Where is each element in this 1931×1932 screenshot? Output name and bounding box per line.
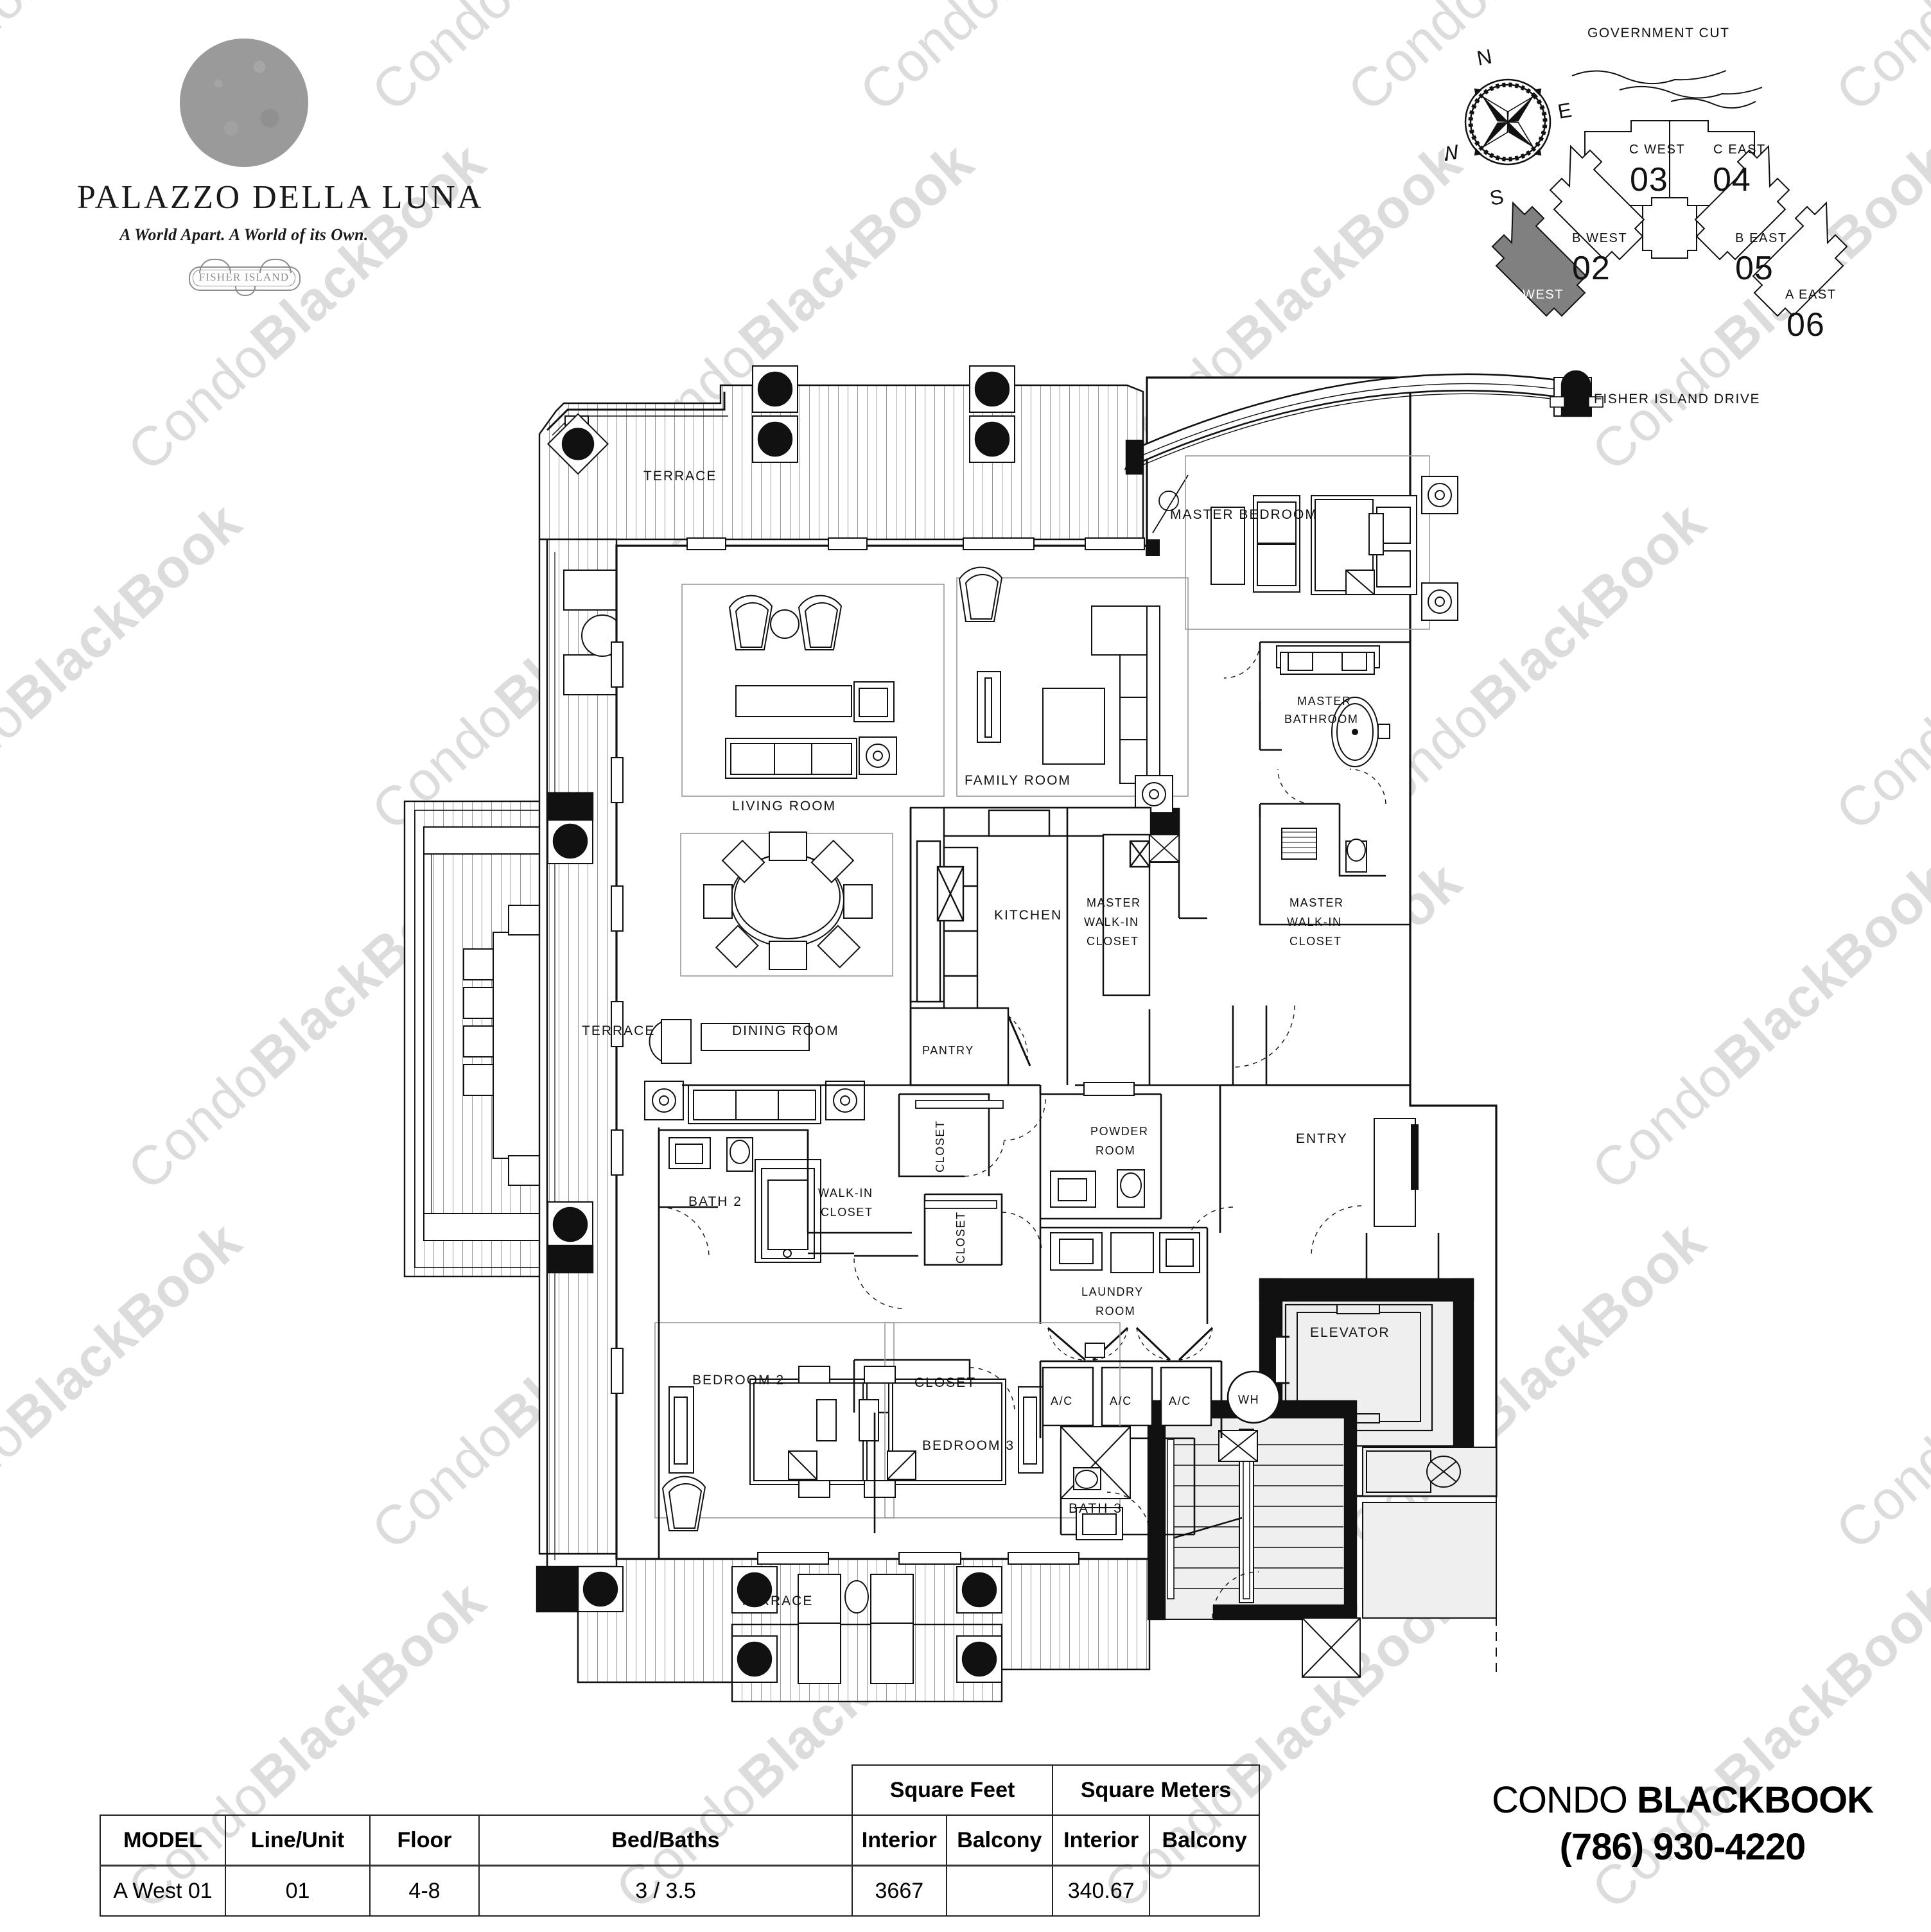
group-header-square-feet: Square Feet [852,1765,1053,1815]
room-label-master-wic1-2: WALK-IN [1084,916,1139,928]
col-header-sqft-interior: Interior [852,1815,947,1866]
water-lines [1572,71,1762,108]
cbb-light: CONDO [1492,1779,1637,1821]
crest-fan [235,286,256,296]
room-label-pantry: PANTRY [922,1044,974,1057]
room-label-family-room: FAMILY ROOM [965,773,1071,788]
equipment-label-ac-3: A/C [1169,1395,1191,1407]
condoblackbook-footer: CONDO BLACKBOOK (786) 930-4220 [1458,1779,1907,1868]
room-label-elevator: ELEVATOR [1310,1325,1390,1340]
table-group-header-row: Square Feet Square Meters [100,1765,1259,1815]
room-label-terrace-left: TERRACE [582,1023,655,1038]
cell-floor: 4-8 [370,1866,479,1917]
room-label-bedroom-2: BEDROOM 2 [692,1373,785,1388]
condoblackbook-name: CONDO BLACKBOOK [1458,1779,1907,1822]
keyplan-unit-04-number: 04 [1713,161,1751,199]
keyplan-unit-05-number: 05 [1735,249,1774,288]
room-label-master-wic2-2: WALK-IN [1287,916,1342,928]
equipment-label-wh: WH [1238,1393,1259,1406]
fisher-island-label: FISHER ISLAND [180,271,308,284]
cbb-bold: BLACKBOOK [1637,1779,1873,1821]
room-label-terrace-top: TERRACE [643,469,717,483]
col-header-floor: Floor [370,1815,479,1866]
room-label-living-room: LIVING ROOM [732,799,836,814]
brand-block: PALAZZO DELLA LUNA A World Apart. A Worl… [77,39,411,295]
brand-tagline: A World Apart. A World of its Own. [77,225,411,245]
keyplan-unit-06-number: 06 [1787,306,1825,344]
table-header-row: MODEL Line/Unit Floor Bed/Baths Interior… [100,1815,1259,1866]
room-label-master-bedroom: MASTER BEDROOM [1170,507,1318,522]
room-label-entry: ENTRY [1296,1131,1348,1146]
compass-east-label: E [1556,98,1573,123]
equipment-label-ac-2: A/C [1110,1395,1132,1407]
room-label-closet-a: CLOSET [934,1120,947,1172]
cell-line-unit: 01 [225,1866,370,1917]
compass-south-label: S [1488,185,1505,210]
col-header-sqm-balcony: Balcony [1149,1815,1259,1866]
room-label-master-wic2-1: MASTER [1289,896,1344,909]
room-label-powder-room-1: POWDER [1090,1125,1149,1138]
spec-table: Square Feet Square Meters MODEL Line/Uni… [100,1764,1260,1917]
room-label-master-wic1-1: MASTER [1087,896,1141,909]
keyplan-fisher-island-drive-label: FISHER ISLAND DRIVE [1594,392,1760,407]
room-label-master-bathroom-2: BATHROOM [1284,713,1358,726]
keyplan-unit-03-name: C WEST [1629,143,1685,157]
room-label-laundry-room-1: LAUNDRY [1081,1285,1144,1298]
room-label-master-bathroom-1: MASTER [1297,695,1352,708]
keyplan-unit-05-name: B EAST [1735,231,1787,246]
room-label-closet-b: CLOSET [954,1211,967,1264]
table-row: A West 01 01 4-8 3 / 3.5 3667 340.67 [100,1866,1259,1917]
keyplan-government-cut-label: GOVERNMENT CUT [1587,26,1730,41]
col-header-sqm-interior: Interior [1053,1815,1149,1866]
col-header-bed-baths: Bed/Baths [479,1815,852,1866]
keyplan-unit-04-name: C EAST [1713,143,1766,157]
room-label-walkin-closet-2: CLOSET [821,1206,873,1219]
room-label-powder-room-2: ROOM [1096,1144,1135,1157]
keyplan-unit-02-name: B WEST [1572,231,1627,246]
group-header-square-meters: Square Meters [1053,1765,1259,1815]
key-plan: N E S W GOVERNMENT CUT FISHE [1445,26,1894,424]
equipment-label-ac-1: A/C [1051,1395,1073,1407]
col-header-model: MODEL [100,1815,225,1866]
keyplan-unit-02-number: 02 [1572,249,1611,288]
compass-north-label: N [1475,44,1494,69]
room-label-kitchen: KITCHEN [994,908,1062,923]
col-header-sqft-balcony: Balcony [947,1815,1053,1866]
fisher-island-crest: FISHER ISLAND [180,257,308,295]
room-label-closet-c: CLOSET [914,1375,976,1390]
room-label-bath-2: BATH 2 [688,1194,742,1209]
room-label-walkin-closet-1: WALK-IN [818,1187,873,1199]
room-label-bath-3: BATH 3 [1069,1501,1123,1516]
compass-rose [1445,55,1575,189]
keyplan-unit-03-number: 03 [1630,161,1668,199]
room-label-master-wic1-3: CLOSET [1087,935,1139,948]
room-label-master-wic2-3: CLOSET [1289,935,1342,948]
compass-west-label: W [1445,140,1462,166]
cell-model: A West 01 [100,1866,225,1917]
cell-bed-baths: 3 / 3.5 [479,1866,852,1917]
cell-sqm-balcony [1149,1866,1259,1917]
room-label-terrace-bottom: TERRACE [740,1594,813,1608]
keyplan-unit-06-name: A EAST [1785,288,1837,302]
room-label-laundry-room-2: ROOM [1096,1305,1135,1318]
condoblackbook-phone: (786) 930-4220 [1458,1825,1907,1868]
cell-sqm-interior: 340.67 [1053,1866,1149,1917]
keyplan-unit-01-number: 01 [1512,306,1550,344]
cell-sqft-balcony [947,1866,1053,1917]
brand-title: PALAZZO DELLA LUNA [77,178,411,216]
room-label-bedroom-3: BEDROOM 3 [922,1438,1015,1453]
cell-sqft-interior: 3667 [852,1866,947,1917]
col-header-line-unit: Line/Unit [225,1815,370,1866]
key-plan-svg: N E S W [1445,26,1894,424]
keyplan-unit-01-name: A WEST [1509,288,1564,302]
room-label-dining-room: DINING ROOM [732,1023,839,1038]
moon-icon [180,39,308,167]
